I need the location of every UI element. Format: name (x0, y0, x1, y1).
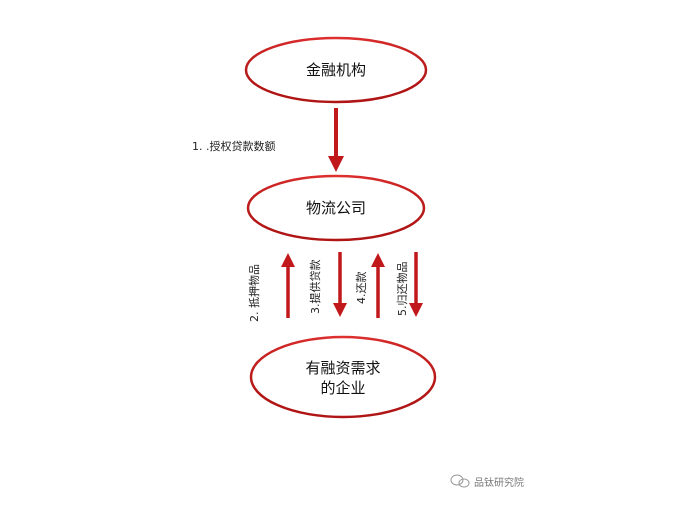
watermark: 品钛研究院 (474, 478, 524, 489)
pledge-label: 2. 抵押物品 (248, 264, 261, 322)
watermark-icon (450, 474, 470, 488)
loan-label: 3.提供贷款 (309, 259, 322, 315)
return-label: 5.归还物品 (396, 261, 409, 317)
enterprise-ellipse (249, 335, 437, 419)
logistics-label: 物流公司 (305, 199, 366, 217)
bank-ellipse (244, 36, 428, 104)
repay-label: 4.还款 (355, 271, 368, 305)
enterprise-label-line1: 有融资需求 (305, 359, 381, 377)
authorize-label: 1. .授权贷款数额 (192, 140, 276, 153)
enterprise-label-line2: 的企业 (320, 379, 366, 397)
logistics-ellipse (246, 174, 426, 242)
bank-label: 金融机构 (305, 61, 366, 79)
enterprise-label: 有融资需求 的企业 (251, 358, 435, 398)
